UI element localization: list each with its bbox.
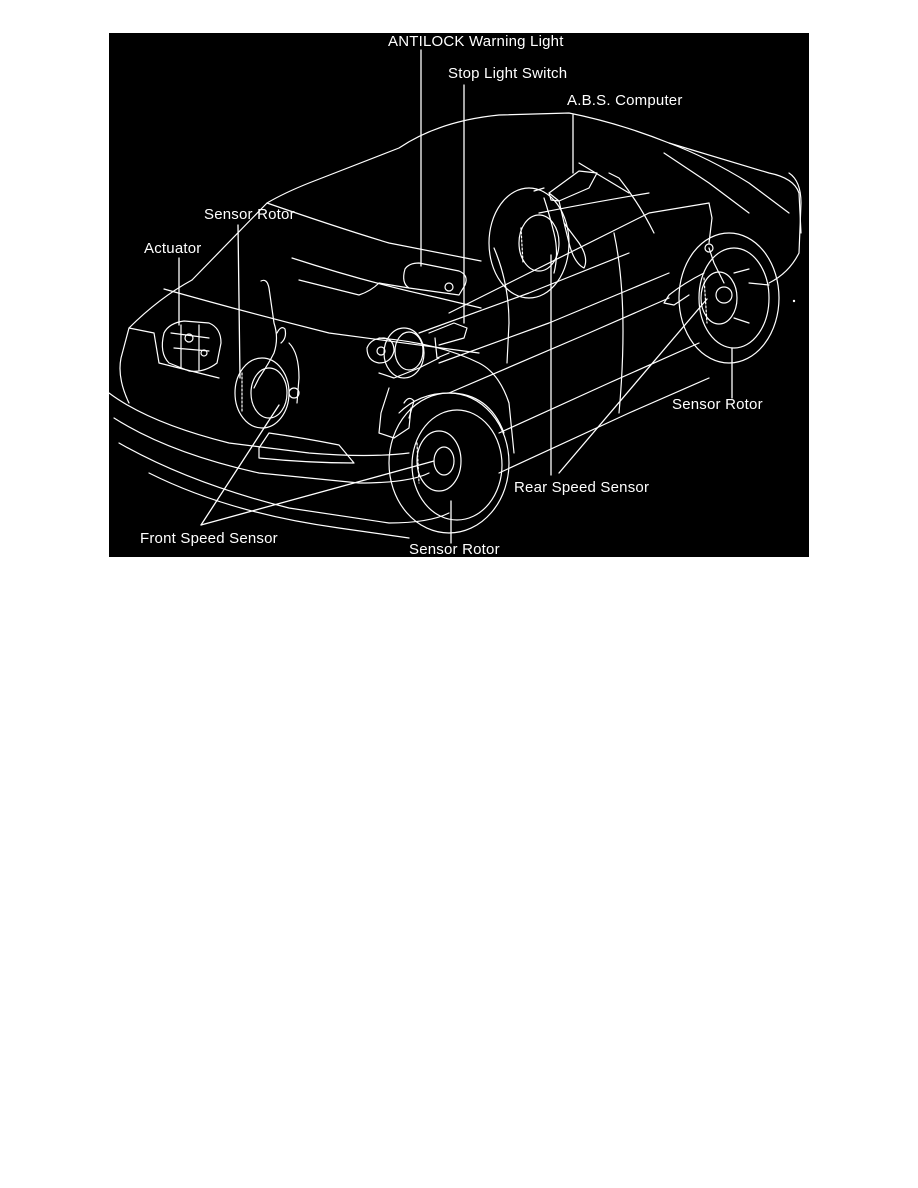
rear-left-hub-assembly xyxy=(543,197,587,274)
car-body xyxy=(109,112,802,539)
label-sensor-rotor-front-wheel: Sensor Rotor xyxy=(409,541,500,557)
actuator xyxy=(161,320,222,372)
abs-computer xyxy=(533,170,598,202)
abs-diagram: ANTILOCK Warning Light Stop Light Switch… xyxy=(109,33,809,557)
front-wheel xyxy=(388,392,510,534)
label-antilock-warning-light: ANTILOCK Warning Light xyxy=(388,33,564,50)
rear-right-wiring xyxy=(663,202,725,306)
label-rear-speed-sensor: Rear Speed Sensor xyxy=(514,479,650,496)
label-sensor-rotor-rear: Sensor Rotor xyxy=(672,396,763,413)
front-hub-assembly xyxy=(234,279,300,429)
label-actuator: Actuator xyxy=(144,240,202,257)
label-front-speed-sensor: Front Speed Sensor xyxy=(140,530,278,547)
leader-lines xyxy=(178,49,733,544)
label-sensor-rotor-front-hub: Sensor Rotor xyxy=(204,206,295,223)
brake-booster xyxy=(366,322,468,439)
label-abs-computer: A.B.S. Computer xyxy=(567,92,683,109)
warning-light-cluster xyxy=(403,262,467,296)
label-stop-light-switch: Stop Light Switch xyxy=(448,65,568,82)
rear-left-wheel xyxy=(488,187,570,299)
car-line-drawing xyxy=(109,49,802,544)
rear-wheel xyxy=(678,232,780,364)
